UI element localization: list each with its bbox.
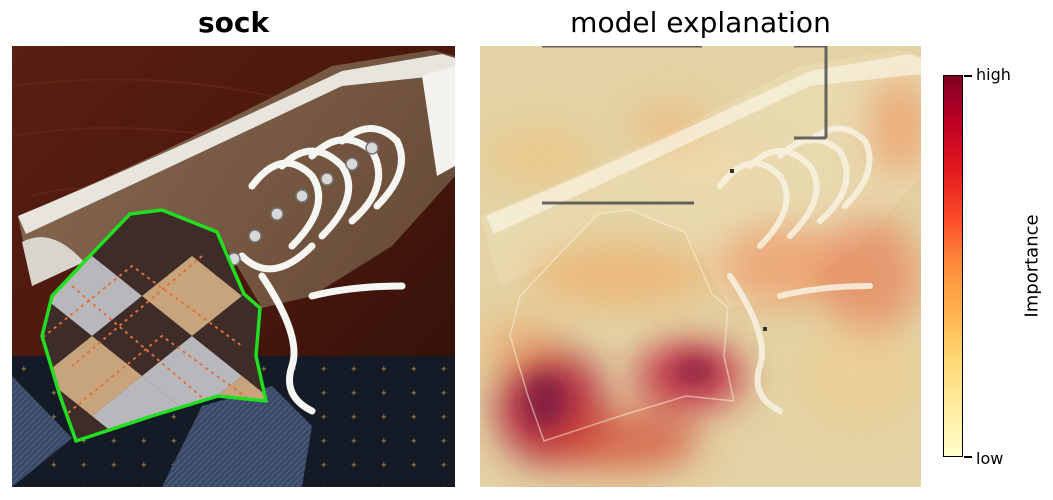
- colorbar-axis-label: Importance: [1021, 214, 1043, 318]
- colorbar: [943, 75, 963, 457]
- colorbar-tick-low: [964, 456, 972, 458]
- colorbar-label-high: high: [976, 65, 1011, 84]
- input-image-panel: ✦: [12, 46, 455, 487]
- heatmap-overlay: [480, 46, 921, 487]
- colorbar-tick-high: [964, 75, 972, 77]
- input-image: ✦: [12, 46, 455, 487]
- sock-outline: [40, 208, 268, 443]
- right-panel-title: model explanation: [570, 6, 831, 39]
- left-panel-title: sock: [197, 6, 270, 39]
- colorbar-label-low: low: [976, 449, 1004, 468]
- heatmap-panel: [480, 46, 921, 487]
